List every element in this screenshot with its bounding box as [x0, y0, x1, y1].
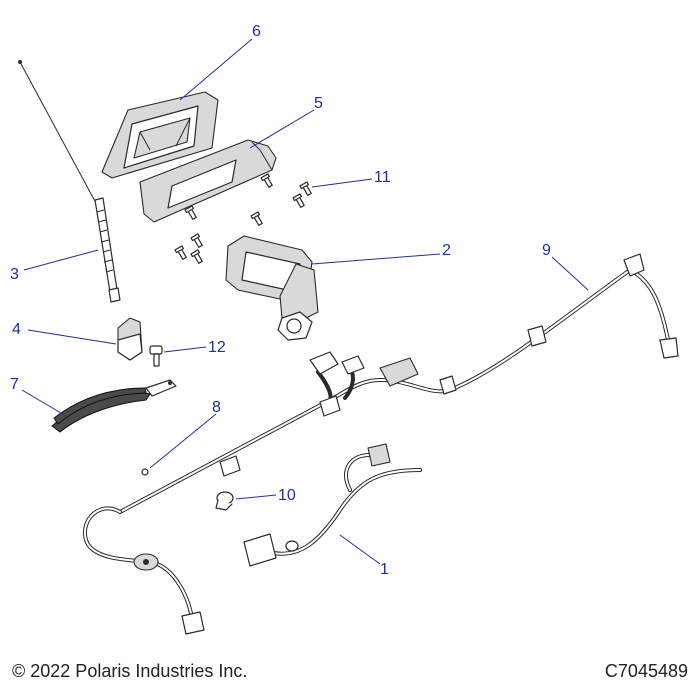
screws-part: [174, 173, 312, 264]
callout-12: 12: [208, 339, 226, 356]
leader-line-3: [23, 249, 99, 271]
mounting-bracket-part: [139, 139, 277, 223]
callout-8: 8: [212, 399, 221, 416]
callout-6: 6: [252, 23, 261, 40]
clip-part: [215, 491, 234, 511]
callout-9: 9: [542, 242, 551, 259]
callout-7: 7: [10, 376, 19, 393]
antenna-part: [18, 60, 121, 303]
grommet-part: [141, 468, 149, 476]
callout-5: 5: [314, 95, 323, 112]
callout-11: 11: [374, 169, 391, 186]
leader-line-1: [339, 534, 381, 565]
strap-part: [51, 379, 177, 433]
leader-lines: [21, 38, 589, 565]
leader-line-8: [149, 413, 217, 469]
cap-part: [117, 317, 143, 361]
leader-line-5: [249, 109, 315, 149]
display-bezel-part: [101, 91, 219, 179]
leader-line-6: [179, 38, 253, 101]
main-harness-part: [82, 253, 679, 635]
callout-4: 4: [12, 321, 21, 338]
leader-line-9: [551, 256, 589, 291]
callouts: 6 5 11 2 9 3 4 12 7 8 10 1: [10, 23, 551, 578]
copyright-text: © 2022 Polaris Industries Inc.: [12, 661, 248, 681]
display-module-part: [225, 235, 319, 341]
leader-line-10: [235, 494, 277, 500]
leader-line-11: [311, 178, 373, 188]
figure-code: C7045489: [604, 661, 688, 681]
sub-harness-part: [243, 443, 422, 567]
callout-2: 2: [442, 242, 451, 259]
leader-line-4: [27, 329, 117, 345]
leader-line-7: [21, 389, 67, 417]
leader-line-2: [311, 253, 441, 265]
callout-1: 1: [380, 561, 389, 578]
leader-line-12: [163, 346, 207, 353]
callout-10: 10: [278, 487, 296, 504]
callout-3: 3: [10, 266, 19, 283]
bolt-part: [149, 345, 163, 367]
